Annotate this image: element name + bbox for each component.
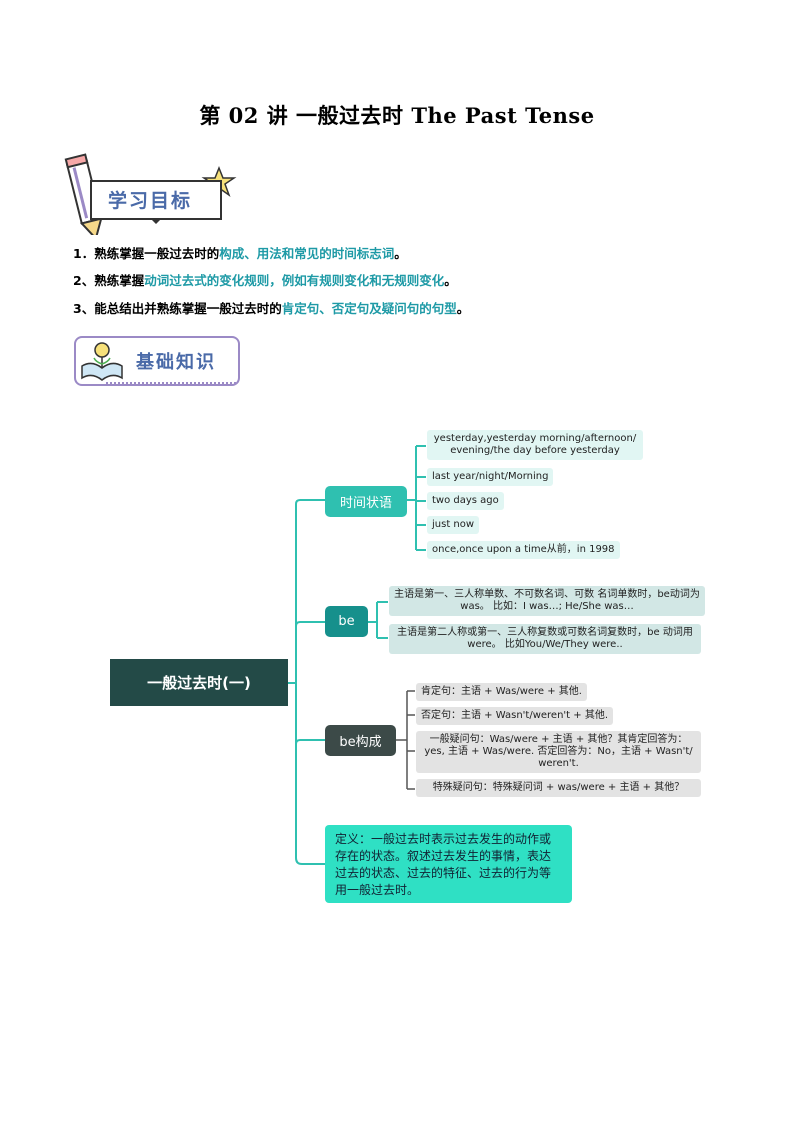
time-leaf-4: just now [427, 516, 480, 534]
branch-be-structure: be构成 [325, 725, 396, 756]
struct-leaf-affirmative: 肯定句：主语 + Was/were + 其他. [416, 683, 587, 701]
struct-leaf-general-question: 一般疑问句：Was/were + 主语 + 其他？其肯定回答为：yes, 主语 … [416, 731, 701, 773]
struct-leaf-special-question: 特殊疑问句：特殊疑问词 + was/were + 主语 + 其他？ [416, 779, 701, 797]
time-leaf-2: last year/night/Morning [427, 468, 554, 486]
knowledge-header: 基础知识 [136, 352, 216, 373]
objective-item-2: 2、熟练掌握动词过去式的变化规则，例如有规则变化和无规则变化。 [73, 273, 457, 288]
objectives-header: 学习目标 [108, 190, 193, 212]
objective-item-1: 1．熟练掌握一般过去时的构成、用法和常见的时间标志词。 [73, 246, 407, 261]
objective-item-3: 3、能总结出并熟练掌握一般过去时的肯定句、否定句及疑问句的句型。 [73, 301, 470, 316]
definition-box: 定义：一般过去时表示过去发生的动作或存在的状态。叙述过去发生的事情，表达过去的状… [325, 825, 572, 903]
objectives-banner [90, 180, 222, 220]
branch-be: be [325, 606, 368, 637]
be-leaf-1: 主语是第一、三人称单数、不可数名词、可数 名词单数时，be动词为was。 比如：… [389, 586, 705, 616]
branch-time-adverbials: 时间状语 [325, 486, 407, 517]
divider-dashes [106, 382, 238, 384]
time-leaf-1: yesterday,yesterday morning/afternoon/ e… [427, 430, 643, 460]
be-leaf-2: 主语是第二人称或第一、三人称复数或可数名词复数时，be 动词用were。 比如Y… [389, 624, 701, 654]
time-leaf-3: two days ago [427, 492, 504, 510]
time-leaf-5: once,once upon a time从前，in 1998 [427, 541, 620, 559]
mindmap-root: 一般过去时(一) [110, 659, 288, 706]
book-bulb-icon [81, 342, 123, 381]
struct-leaf-negative: 否定句：主语 + Wasn't/weren't + 其他. [416, 707, 613, 725]
page-title: 第 02 讲 一般过去时 The Past Tense [199, 103, 595, 128]
